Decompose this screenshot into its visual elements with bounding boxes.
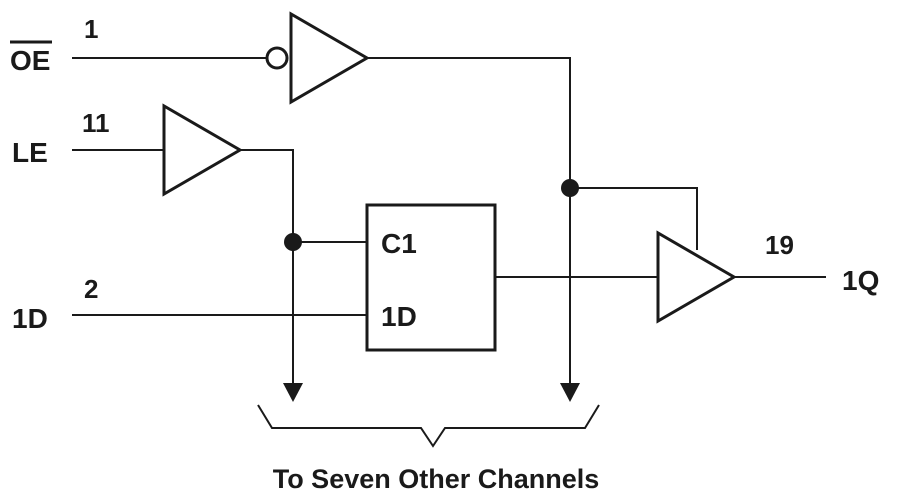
fanout-caption: To Seven Other Channels bbox=[273, 464, 600, 494]
fanout-brace bbox=[257, 404, 600, 448]
oe-pin-number: 1 bbox=[84, 14, 98, 44]
oe-inverter-bubble bbox=[265, 46, 289, 70]
le-label: LE bbox=[12, 137, 48, 168]
oe-buffer-gate bbox=[289, 11, 370, 105]
le-fanout-arrow bbox=[283, 383, 303, 402]
le-buffer-gate bbox=[162, 103, 243, 197]
latch-clock-label: C1 bbox=[381, 228, 417, 259]
output-buffer-gate bbox=[656, 230, 737, 324]
latch-box bbox=[365, 203, 497, 352]
le-pin-number: 11 bbox=[82, 108, 110, 138]
oe-label: OE bbox=[10, 45, 50, 76]
le-internal-wire bbox=[240, 149, 294, 385]
q-label: 1Q bbox=[842, 265, 879, 296]
oe-fanout-arrow bbox=[560, 383, 580, 402]
latch-data-label: 1D bbox=[381, 301, 417, 332]
q-pin-number: 19 bbox=[765, 230, 794, 260]
oe-enable-wire bbox=[570, 187, 698, 250]
d-label: 1D bbox=[12, 303, 48, 334]
d-pin-number: 2 bbox=[84, 274, 98, 304]
